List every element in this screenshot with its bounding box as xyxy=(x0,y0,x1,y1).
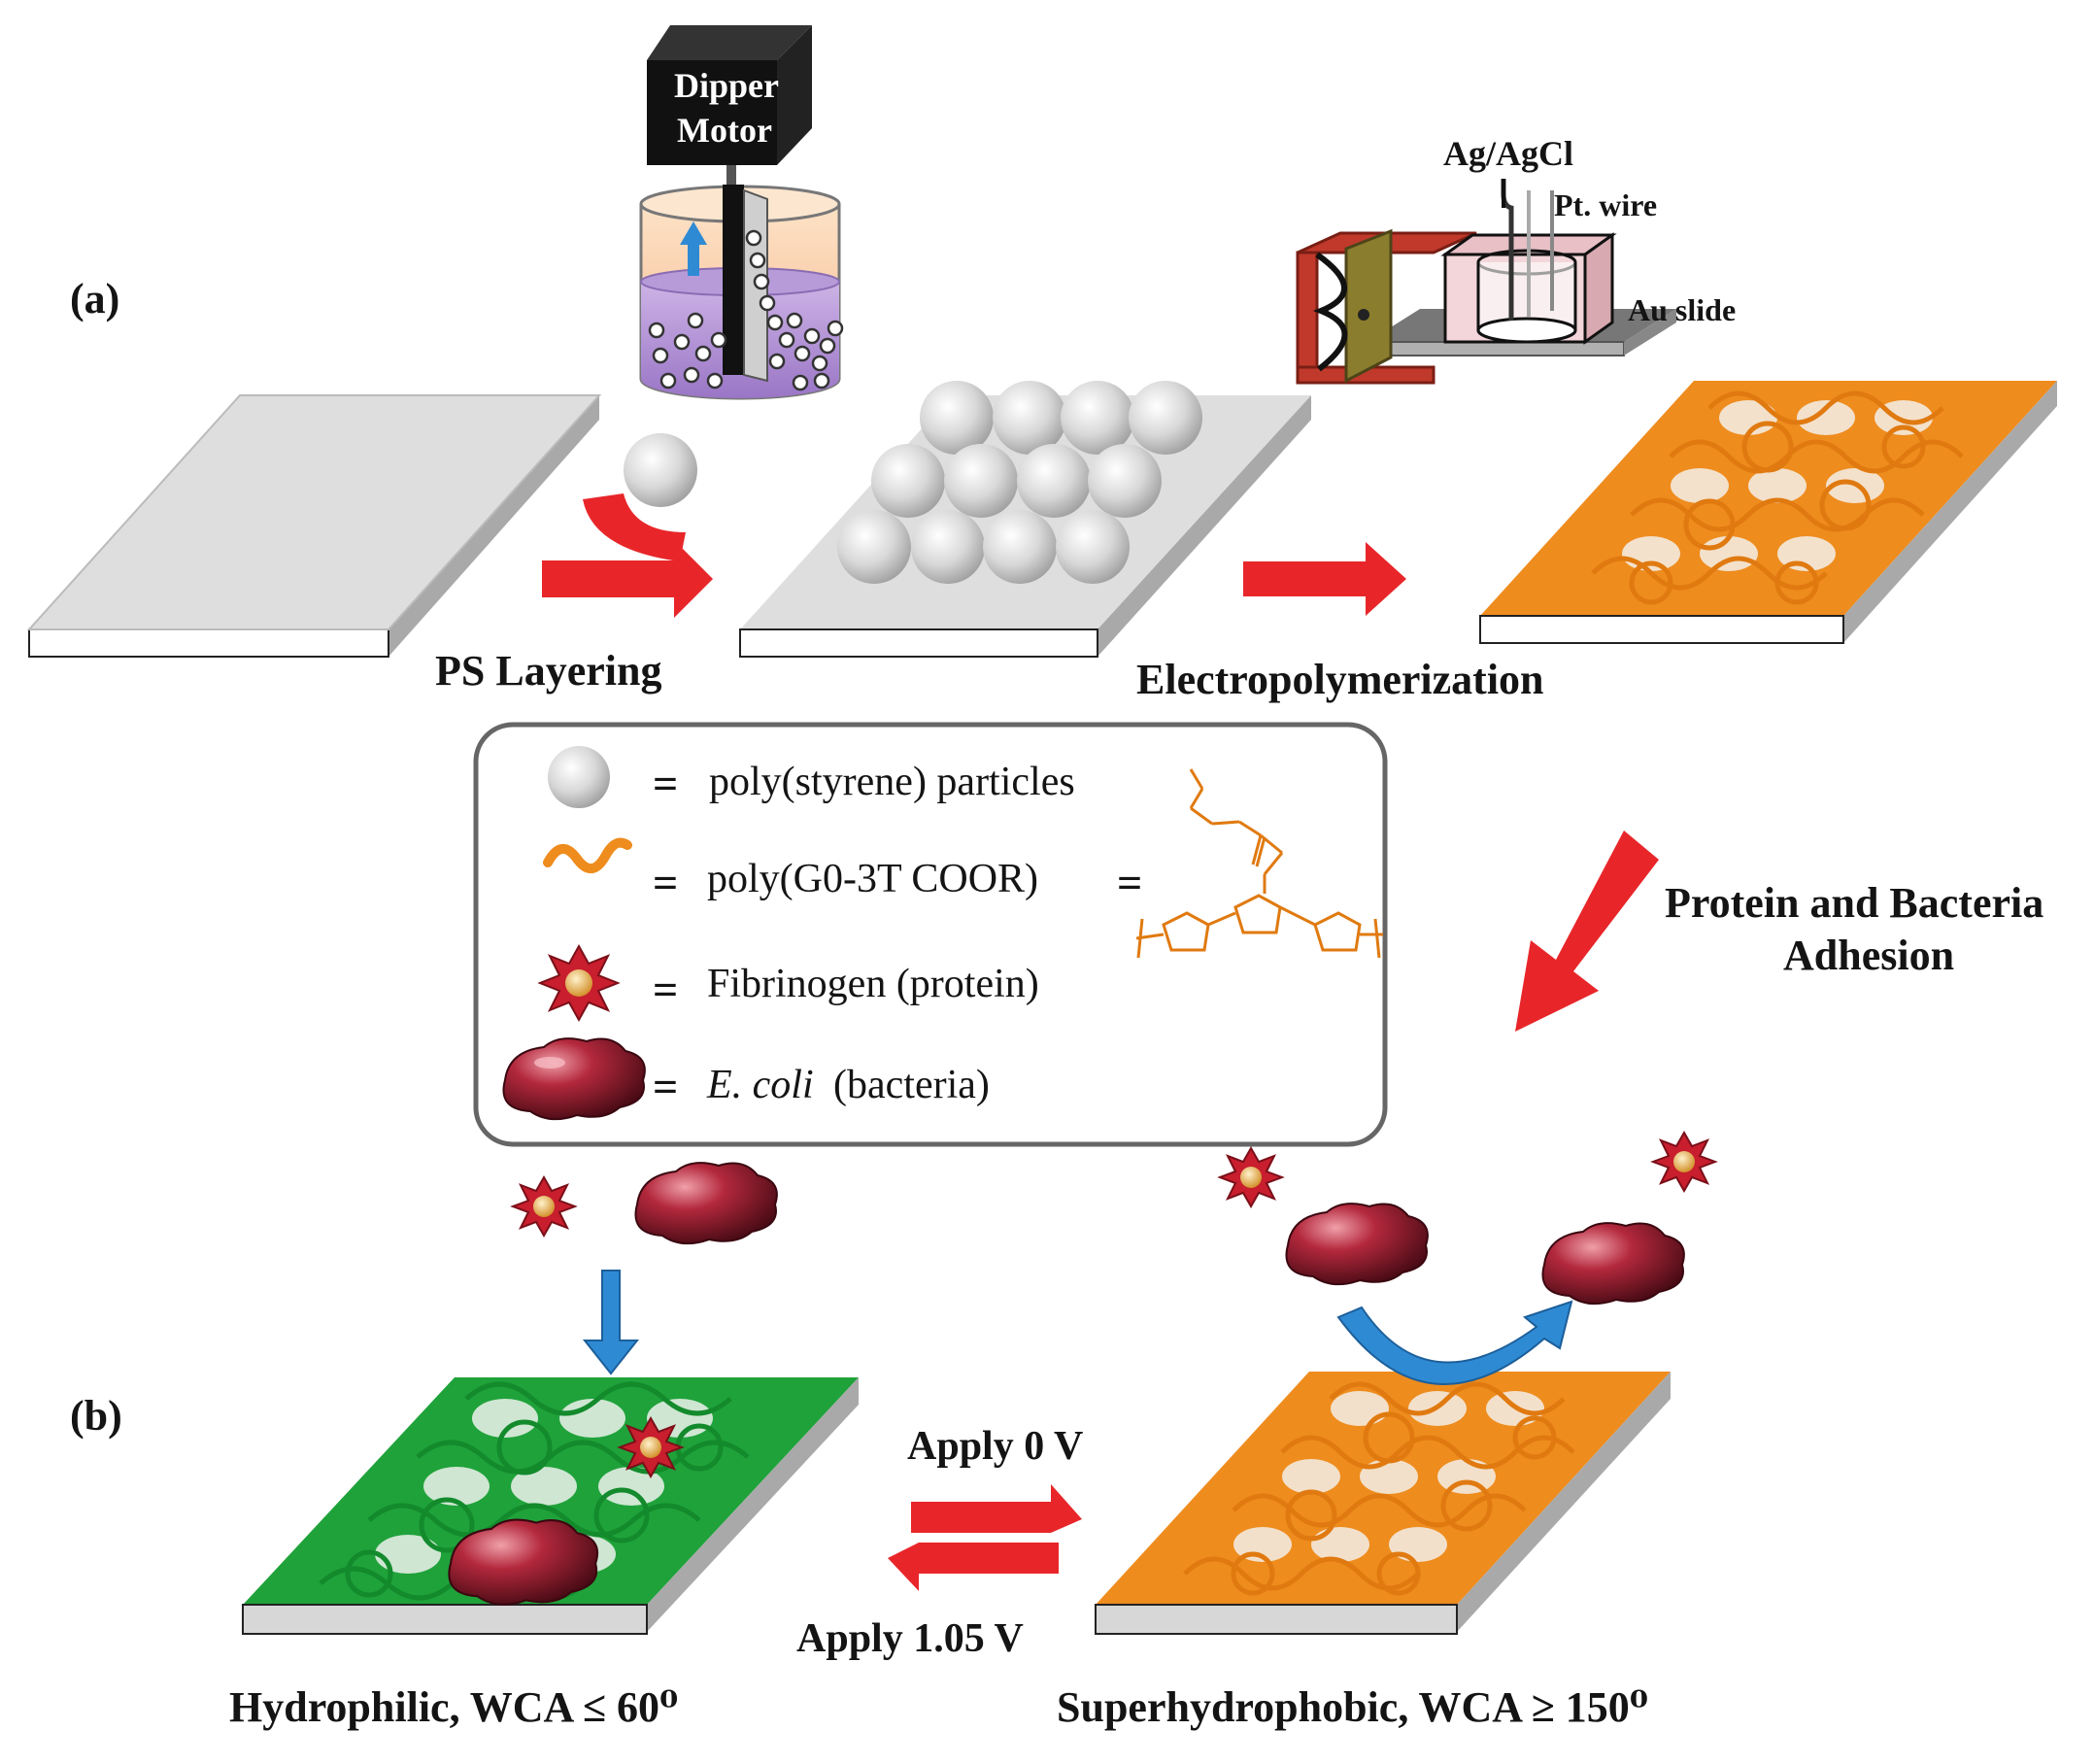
dipper-motor-line1: Dipper xyxy=(674,66,779,105)
blue-arrow-down xyxy=(582,1270,640,1375)
step-ps-layering: PS Layering xyxy=(435,647,661,695)
legend-polymer-icon xyxy=(543,837,632,873)
legend-eq-3: = xyxy=(1117,858,1142,907)
green-hydrophilic-substrate xyxy=(242,1377,859,1635)
orange-superhydrophobic-substrate xyxy=(1095,1372,1671,1635)
legend-eq-4: = xyxy=(653,965,678,1014)
step-adhesion-line2: Adhesion xyxy=(1783,932,1954,979)
ecoli-right-1 xyxy=(1285,1203,1429,1286)
fibrinogen-right-1 xyxy=(1217,1145,1285,1209)
caption-superhydrophobic: Superhydrophobic, WCA ≥ 150⁰ xyxy=(1057,1683,1648,1731)
legend-fibrinogen-icon xyxy=(537,943,621,1023)
red-arrow-apply-105v xyxy=(888,1543,1059,1591)
caption-hydrophilic: Hydrophilic, WCA ≤ 60⁰ xyxy=(229,1683,678,1731)
step-adhesion-line1: Protein and Bacteria xyxy=(1665,879,2043,927)
blue-curved-arrow xyxy=(1336,1300,1573,1385)
legend-eq-1: = xyxy=(653,759,678,808)
red-arrow-adhesion xyxy=(1515,831,1659,1032)
legend-eq-2: = xyxy=(653,858,678,907)
adhered-ecoli xyxy=(448,1518,599,1606)
step-electropolymerization: Electropolymerization xyxy=(1136,656,1544,703)
legend-polymer: poly(G0-3T COOR) xyxy=(707,857,1038,901)
polymer-structure-icon xyxy=(1135,768,1383,959)
ecoli-right-2 xyxy=(1541,1222,1685,1306)
hook-arrow xyxy=(583,493,686,561)
bare-substrate xyxy=(26,394,602,658)
adhered-fibrinogen xyxy=(617,1415,685,1479)
label-au-slide: Au slide xyxy=(1628,292,1736,327)
ecoli-left xyxy=(634,1162,778,1245)
red-arrow-electropolymerization xyxy=(1243,542,1406,616)
legend-bacteria-species: E. coli xyxy=(706,1063,814,1107)
panel-label-b: (b) xyxy=(70,1392,122,1440)
label-apply-0v: Apply 0 V xyxy=(907,1424,1083,1469)
label-ag-agcl: Ag/AgCl xyxy=(1443,134,1573,173)
legend-box: = poly(styrene) particles = poly(G0-3T C… xyxy=(473,722,1388,1147)
legend-bacteria-suffix: (bacteria) xyxy=(833,1063,990,1107)
legend-ecoli-icon xyxy=(502,1037,646,1121)
ps-particle-icon xyxy=(624,433,697,507)
dipper-motor-line2: Motor xyxy=(677,111,772,150)
electrochemical-cell xyxy=(1296,179,1676,385)
legend-eq-5: = xyxy=(653,1062,678,1111)
fibrinogen-left xyxy=(510,1174,578,1238)
label-apply-105v: Apply 1.05 V xyxy=(796,1616,1024,1661)
dipper-apparatus: Dipper Motor xyxy=(639,25,844,400)
red-arrow-apply-0v xyxy=(911,1484,1082,1533)
legend-ps-particle-icon xyxy=(548,746,610,808)
fibrinogen-right-2 xyxy=(1650,1130,1718,1194)
legend-particles: poly(styrene) particles xyxy=(709,760,1075,804)
legend-protein: Fibrinogen (protein) xyxy=(707,962,1039,1006)
orange-polymer-substrate-a xyxy=(1479,381,2057,644)
label-pt-wire: Pt. wire xyxy=(1554,187,1657,222)
ps-particle-array xyxy=(837,381,1202,584)
dipper-motor-box xyxy=(647,60,777,165)
panel-label-a: (a) xyxy=(70,275,119,322)
red-arrow-ps-layering xyxy=(542,540,713,618)
